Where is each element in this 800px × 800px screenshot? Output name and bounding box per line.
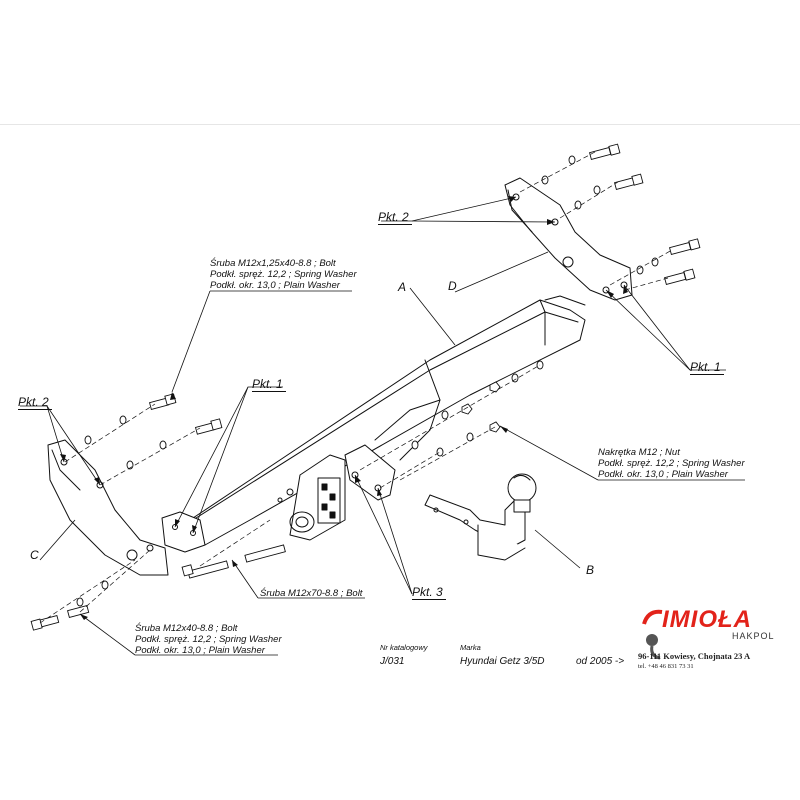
label-part-b: B [586, 563, 595, 577]
catalog-number-value: J/031 [380, 656, 405, 667]
label-part-d: D [448, 279, 457, 293]
note-nut: Nakrętka M12 ; Nut Podkł. spręż. 12,2 ; … [598, 447, 745, 480]
label-part-c: C [30, 548, 39, 562]
brand-name: IMIOŁA [662, 606, 752, 633]
bracket-d [504, 177, 633, 301]
label-pkt1-right: Pkt. 1 [690, 360, 724, 375]
note-nut-line1: Nakrętka M12 ; Nut [598, 447, 680, 458]
note-nut-line2: Podkł. spręż. 12,2 ; Spring Washer [598, 458, 745, 469]
note-bottom-bolt-line1: Śruba M12x40-8.8 ; Bolt [135, 623, 238, 634]
hitch-mount-plate [277, 454, 346, 541]
bolts-bottom-left [30, 544, 286, 631]
imiola-logo-icon [642, 609, 663, 660]
note-bottom-bolt-line2: Podkł. spręż. 12,2 ; Spring Washer [135, 634, 282, 645]
note-nut-line3: Podkł. okr. 13,0 ; Plain Washer [598, 469, 728, 480]
brand-phone: tel. +48 46 831 73 31 [638, 663, 694, 670]
marka-label: Marka [460, 643, 481, 652]
note-top-bolt-line1: Śruba M12x1,25x40-8.8 ; Bolt [210, 258, 336, 269]
note-bottom-bolt-line3: Podkł. okr. 13,0 ; Plain Washer [135, 645, 265, 656]
ball-hitch [424, 473, 537, 561]
fasteners [30, 143, 701, 631]
note-bottom-bolt: Śruba M12x40-8.8 ; Bolt Podkł. spręż. 12… [135, 623, 282, 656]
od-value: od 2005 -> [576, 656, 625, 667]
note-top-bolt-line3: Podkł. okr. 13,0 ; Plain Washer [210, 280, 340, 291]
note-top-bolt: Śruba M12x1,25x40-8.8 ; Bolt Podkł. sprę… [210, 258, 357, 291]
brand-address: 96-111 Kowiesy, Chojnata 23 A [638, 651, 751, 661]
marka-value: Hyundai Getz 3/5D [460, 656, 545, 667]
note-bolt70: Śruba M12x70-8.8 ; Bolt [260, 588, 363, 599]
leader-lines [20, 196, 745, 656]
label-part-a: A [398, 280, 407, 294]
label-pkt2-top: Pkt. 2 [378, 210, 412, 225]
arrowheads [60, 196, 628, 620]
catalog-number-label: Nr katalogowy [380, 643, 428, 652]
bolts-top-right [541, 143, 701, 286]
assembly-paths [39, 151, 673, 624]
top-separator [0, 124, 800, 125]
label-pkt1-left: Pkt. 1 [252, 377, 286, 392]
left-end-plate [161, 511, 206, 553]
note-top-bolt-line2: Podkł. spręż. 12,2 ; Spring Washer [210, 269, 357, 280]
nuts-right [411, 360, 544, 457]
bracket-c [47, 439, 169, 576]
label-pkt3: Pkt. 3 [412, 585, 446, 600]
brand-sub: HAKPOL [732, 631, 775, 641]
label-pkt2-left: Pkt. 2 [18, 395, 52, 410]
